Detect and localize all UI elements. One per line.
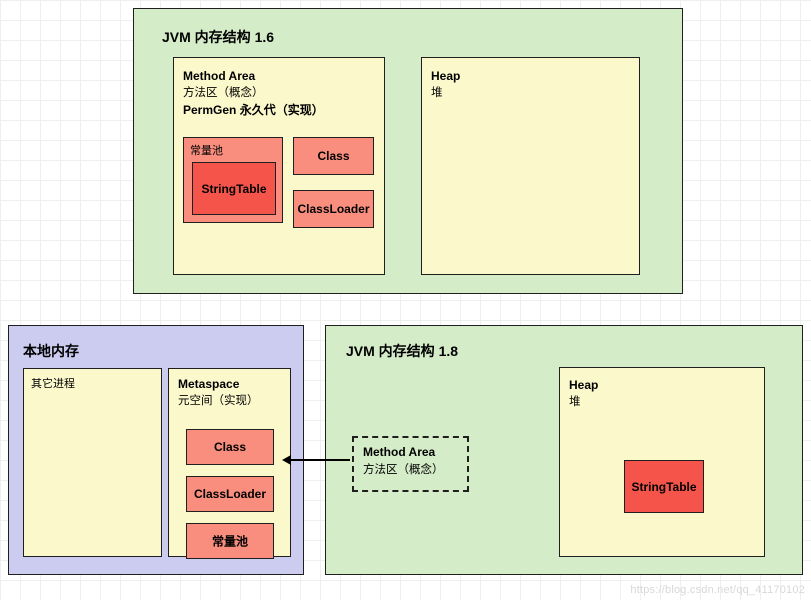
method-area-concept-1-6: 方法区（概念） [183, 87, 264, 99]
other-process-box: 其它进程 [23, 368, 162, 557]
metaspace-classloader-label: ClassLoader [193, 487, 267, 501]
jvm-1-6-container: JVM 内存结构 1.6 Method Area 方法区（概念） PermGen… [133, 8, 683, 294]
method-area-concept-1-8: 方法区（概念） [363, 464, 444, 476]
metaspace-box: Metaspace 元空间（实现） Class ClassLoader 常量池 [168, 368, 291, 559]
watermark-text: https://blog.csdn.net/qq_41170102 [630, 584, 805, 596]
class-box-1-6: Class [293, 137, 374, 175]
constant-pool-box-1-6: 常量池 StringTable [183, 137, 283, 223]
string-table-box-1-6: StringTable [192, 162, 276, 215]
method-area-title-1-8: Method Area [363, 445, 436, 459]
heap-subtitle-1-8: 堆 [569, 396, 581, 408]
string-table-label-1-8: StringTable [631, 479, 697, 494]
string-table-label-1-6: StringTable [201, 181, 267, 196]
metaspace-classloader-box: ClassLoader [186, 476, 274, 512]
permgen-label-1-6: PermGen 永久代（实现） [183, 103, 324, 117]
native-memory-container: 本地内存 其它进程 Metaspace 元空间（实现） Class ClassL… [8, 325, 304, 575]
other-process-label: 其它进程 [31, 378, 75, 390]
heap-subtitle-1-6: 堆 [431, 87, 443, 99]
heap-box-1-6: Heap 堆 [421, 57, 640, 275]
classloader-label-1-6: ClassLoader [297, 202, 370, 216]
native-memory-title: 本地内存 [23, 343, 79, 359]
jvm-1-8-container: JVM 内存结构 1.8 Method Area 方法区（概念） Heap 堆 … [325, 325, 803, 575]
metaspace-subtitle: 元空间（实现） [178, 395, 259, 407]
heap-box-1-8: Heap 堆 StringTable [559, 367, 765, 557]
method-area-title-1-6: Method Area [183, 69, 256, 83]
metaspace-constant-pool-label: 常量池 [211, 534, 248, 549]
metaspace-class-label: Class [213, 440, 247, 454]
heap-title-1-8: Heap [569, 378, 599, 392]
jvm-1-8-title: JVM 内存结构 1.8 [346, 343, 459, 359]
metaspace-class-box: Class [186, 429, 274, 465]
class-label-1-6: Class [317, 149, 350, 163]
method-area-to-metaspace-arrow-line [290, 459, 350, 461]
heap-title-1-6: Heap [431, 69, 461, 83]
string-table-box-1-8: StringTable [624, 460, 704, 513]
classloader-box-1-6: ClassLoader [293, 190, 374, 228]
method-area-to-metaspace-arrow-head [282, 455, 291, 465]
method-area-box-1-6: Method Area 方法区（概念） PermGen 永久代（实现） 常量池 … [173, 57, 385, 275]
constant-pool-label-1-6: 常量池 [190, 145, 223, 157]
metaspace-title: Metaspace [178, 377, 240, 391]
jvm-1-6-title: JVM 内存结构 1.6 [162, 29, 275, 45]
method-area-box-1-8: Method Area 方法区（概念） [352, 436, 469, 492]
metaspace-constant-pool-box: 常量池 [186, 523, 274, 559]
